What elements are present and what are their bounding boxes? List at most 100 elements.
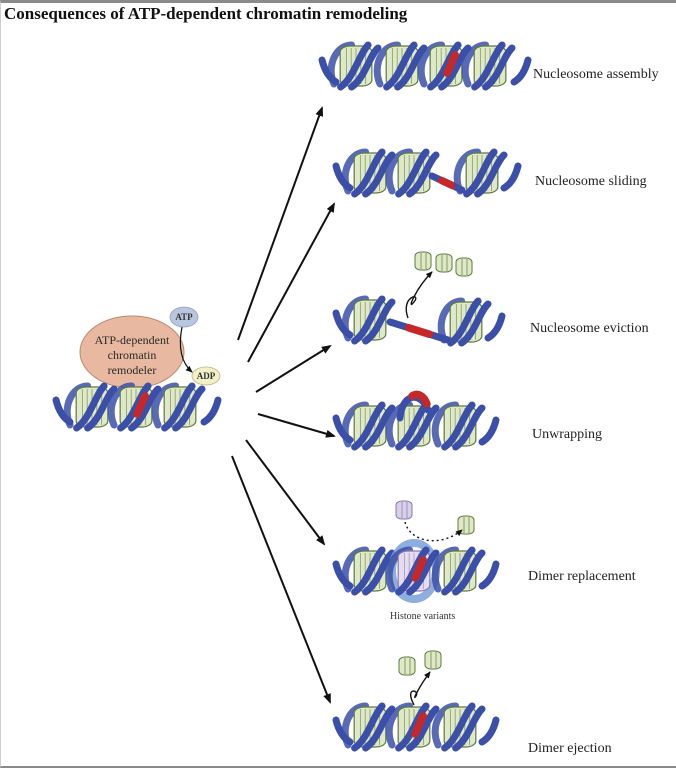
nucleosome (417, 41, 472, 91)
free-histone (455, 257, 473, 277)
ejection-release-arrow (409, 671, 431, 706)
atp-bubble (169, 306, 199, 328)
nucleosome (453, 148, 508, 198)
free-histone (414, 251, 432, 271)
atp-hydrolysis-arrow (179, 326, 193, 373)
figure-title: Consequences of ATP-dependent chromatin … (4, 4, 408, 23)
outcome-arrows (231, 106, 336, 704)
dna-end (200, 396, 222, 426)
chromatin-fiber-input (52, 382, 222, 432)
dna-wrap-front (474, 151, 508, 198)
dna-end (500, 162, 522, 192)
remodeler-label-line3: remodeler (108, 363, 157, 377)
label-unwrapping: Unwrapping (532, 427, 602, 442)
label-nucleosome-sliding: Nucleosome sliding (535, 174, 647, 189)
adp-bubble (191, 366, 221, 386)
dna-wrap-front (128, 385, 162, 432)
dna-marked-segment (411, 712, 427, 738)
nucleosome (431, 546, 486, 596)
label-nucleosome-assembly: Nucleosome assembly (533, 67, 659, 82)
dna-wrap-front (351, 295, 386, 345)
fiber-nucleosome-eviction (332, 295, 506, 347)
nucleosome (385, 148, 440, 198)
label-nucleosome-eviction: Nucleosome eviction (530, 321, 649, 336)
nucleosome (341, 546, 396, 596)
dna-wrap-front (172, 385, 206, 432)
fiber-dimer-replacement (332, 539, 500, 603)
dna-wrap-front (458, 300, 492, 347)
dna-wrap-front (362, 298, 396, 345)
released-histones (395, 251, 475, 706)
nucleosome (151, 382, 206, 432)
free-histone (435, 253, 453, 273)
nucleosome (437, 297, 492, 347)
remodeler-label-line1: ATP-dependent (95, 333, 170, 347)
dna-wrap-front (471, 41, 506, 91)
dna-wrap-front (351, 148, 386, 198)
dna-wrap-front (447, 297, 482, 347)
arrow-to-dimer-ejection (231, 455, 331, 704)
dna-wrap-front (441, 702, 476, 752)
dna-wrap-front (395, 546, 430, 596)
fiber-dimer-ejection (332, 702, 500, 752)
dna-end (478, 716, 500, 746)
dna-wrap-front (351, 702, 386, 752)
linker-marked-segment (437, 176, 457, 190)
dna-wrap-front (441, 401, 476, 451)
histone-dimer (395, 500, 413, 520)
fiber-nucleosome-sliding (332, 148, 522, 198)
dna-wrap-front (351, 546, 386, 596)
arrow-to-unwrapping (257, 413, 336, 438)
free-histone (398, 656, 416, 676)
dna-wrap-front (406, 151, 440, 198)
histone-dimer (435, 253, 453, 273)
label-histone-variants: Histone variants (390, 611, 455, 622)
remodeler-label-line2: chromatin (108, 348, 157, 362)
histone-dimer (398, 656, 416, 676)
dna-marked-segment (408, 390, 431, 408)
dna-wrap-front (362, 705, 396, 752)
eviction-release-arrow (405, 271, 433, 319)
dna-end (510, 56, 532, 86)
dna-wrap-front (351, 401, 386, 451)
nucleosome (107, 382, 162, 432)
atp-label: ATP (175, 312, 193, 322)
dna-wrap-front (362, 151, 396, 198)
dna-wrap-front (337, 41, 372, 91)
arrow-to-assembly (237, 106, 324, 341)
dna-marked-segment (443, 51, 459, 77)
remodeler-complex: ATP-dependent chromatin remodeler ATP AD… (79, 306, 221, 389)
nucleosome (341, 295, 396, 345)
dimer-exchange-arrow (404, 521, 463, 542)
dna-wrap-front (395, 702, 430, 752)
dna-wrap-front (463, 148, 498, 198)
dna-wrap-front (406, 549, 440, 596)
nucleosome (373, 41, 428, 91)
linker-marked-segment (404, 324, 434, 338)
dna-wrap-front (84, 385, 118, 432)
free-histone (424, 650, 442, 670)
dna-end (478, 560, 500, 590)
nucleosome (327, 41, 382, 91)
dna-marked-segment (411, 556, 427, 582)
arrow-to-dimer-replacement (245, 439, 326, 546)
dna-wrap-front (406, 705, 440, 752)
nucleosome (385, 546, 440, 596)
dna-wrap-front (452, 404, 486, 451)
nucleosome (461, 41, 516, 91)
dna-wrap-front (452, 705, 486, 752)
fiber-nucleosome-assembly (318, 41, 532, 91)
dna-end (478, 416, 500, 446)
nucleosome (385, 702, 440, 752)
fiber-unwrapping (332, 390, 500, 451)
nucleosome (341, 401, 396, 451)
dna-marked-segment (133, 392, 149, 418)
arrow-to-eviction (255, 344, 332, 393)
dna-wrap-front (73, 382, 108, 432)
histone-dimer (424, 650, 442, 670)
dna-wrap-front (362, 549, 396, 596)
dna-wrap-front (427, 41, 462, 91)
dna-wrap-front (395, 148, 430, 198)
nucleosome (431, 702, 486, 752)
